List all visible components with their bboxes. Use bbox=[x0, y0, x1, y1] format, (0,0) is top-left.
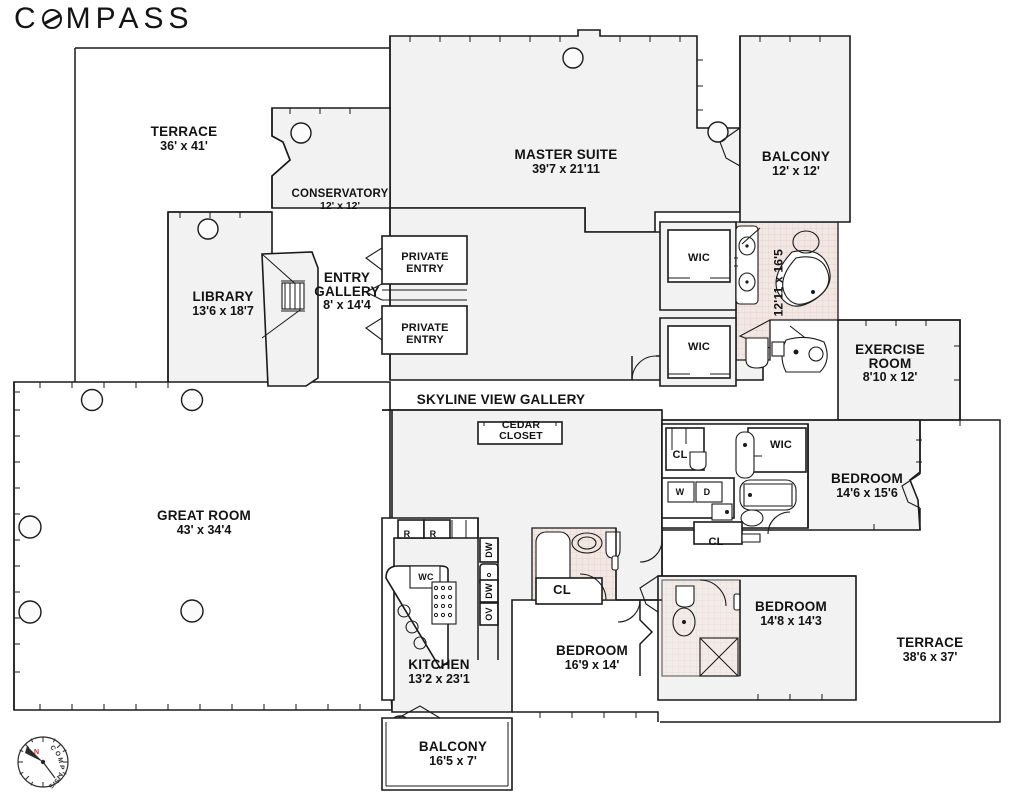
compass-wordmark: C O M P A S S bbox=[46, 744, 65, 790]
room-name: TERRACE bbox=[150, 124, 218, 139]
cedar-closet-line-2: CLOSET bbox=[499, 430, 543, 443]
room-name: MASTER SUITE bbox=[514, 147, 618, 162]
label-wine-cooler: WC bbox=[418, 572, 434, 582]
room-label-bedroom-se: BEDROOM 14'8 x 14'3 bbox=[733, 599, 849, 628]
logo-slashed-o-icon bbox=[41, 4, 66, 34]
label-refrigerator-1: R bbox=[403, 529, 411, 539]
room-label-entry-gallery: ENTRY GALLERY 8' x 14'4 bbox=[305, 270, 389, 313]
label-private-entry-lower: PRIVATE ENTRY bbox=[390, 322, 460, 347]
room-dims: 12' x 12' bbox=[772, 164, 820, 179]
room-label-kitchen: KITCHEN 13'2 x 23'1 bbox=[381, 657, 497, 686]
room-dims: 14'8 x 14'3 bbox=[760, 614, 822, 629]
room-name: KITCHEN bbox=[408, 657, 470, 672]
room-label-terrace-se: TERRACE 38'6 x 37' bbox=[872, 635, 988, 664]
private-entry-line-1: PRIVATE bbox=[401, 322, 449, 334]
private-entry-line-2: ENTRY bbox=[406, 334, 444, 347]
logo-letter-c: C bbox=[14, 2, 41, 35]
label-closet-cl-center: CL bbox=[553, 582, 571, 597]
svg-text:A: A bbox=[56, 772, 64, 779]
room-dims: 14'6 x 15'6 bbox=[836, 486, 898, 501]
label-wic-master-upper: WIC bbox=[688, 252, 710, 264]
room-dims: 36' x 41' bbox=[160, 139, 208, 154]
cedar-closet-line-1: CEDAR bbox=[501, 419, 541, 431]
label-oven: OV bbox=[483, 607, 494, 621]
logo-letters-mpass: MPASS bbox=[65, 2, 194, 35]
label-closet-cl-ne-upper: CL bbox=[672, 449, 688, 461]
room-dims: 8' x 14'4 bbox=[323, 298, 371, 313]
compass-rose: N C O M P A S S bbox=[17, 736, 69, 790]
room-dims: 43' x 34'4 bbox=[176, 523, 232, 538]
room-dims: 16'5 x 7' bbox=[429, 754, 477, 769]
svg-text:S: S bbox=[52, 777, 60, 785]
room-name: BEDROOM bbox=[556, 643, 628, 658]
room-name-line-1: ENTRY bbox=[323, 270, 371, 285]
svg-text:P: P bbox=[58, 765, 65, 770]
svg-text:C: C bbox=[48, 744, 57, 752]
label-dishwasher-1: DW bbox=[483, 542, 494, 558]
zone-label-skyline-view-gallery: SKYLINE VIEW GALLERY bbox=[416, 392, 586, 407]
svg-text:M: M bbox=[56, 757, 64, 764]
room-name: CONSERVATORY bbox=[291, 188, 389, 200]
room-label-balcony-south: BALCONY 16'5 x 7' bbox=[395, 739, 511, 768]
svg-text:S: S bbox=[46, 782, 55, 790]
label-wic-bedroom-ne: WIC bbox=[770, 439, 792, 451]
label-closet-cl-ne-lower: CL bbox=[708, 536, 724, 548]
room-name-line-1: EXERCISE bbox=[855, 342, 925, 357]
zone-label-cedar-closet: CEDAR CLOSET bbox=[481, 419, 561, 443]
room-dims: 16'9 x 14' bbox=[564, 658, 620, 673]
svg-text:O: O bbox=[53, 750, 61, 757]
room-label-exercise-room: EXERCISE ROOM 8'10 x 12' bbox=[838, 342, 942, 385]
room-name: BALCONY bbox=[761, 149, 831, 164]
room-name: GREAT ROOM bbox=[157, 508, 251, 523]
room-name: BEDROOM bbox=[755, 599, 827, 614]
room-name: TERRACE bbox=[896, 635, 964, 650]
room-name: BEDROOM bbox=[831, 471, 903, 486]
private-entry-line-2: ENTRY bbox=[406, 263, 444, 276]
room-dims: 13'2 x 23'1 bbox=[408, 672, 470, 687]
room-label-balcony-ne: BALCONY 12' x 12' bbox=[744, 149, 848, 178]
room-dims: 39'7 x 21'11 bbox=[532, 162, 600, 177]
label-master-bath-dims: 12'11 x 16'5 bbox=[771, 248, 786, 317]
label-wic-master-lower: WIC bbox=[688, 341, 710, 353]
compass-north-label: N bbox=[34, 749, 39, 756]
room-label-great-room: GREAT ROOM 43' x 34'4 bbox=[137, 508, 271, 537]
room-dims: 38'6 x 37' bbox=[902, 650, 958, 665]
room-dims: 12' x 12' bbox=[319, 199, 361, 212]
room-name-line-2: GALLERY bbox=[314, 284, 380, 300]
room-label-conservatory: CONSERVATORY 12' x 12' bbox=[281, 188, 399, 213]
label-private-entry-upper: PRIVATE ENTRY bbox=[390, 251, 460, 276]
room-name: BALCONY bbox=[418, 739, 488, 754]
label-dryer: D bbox=[703, 487, 711, 497]
room-label-library: LIBRARY 13'6 x 18'7 bbox=[166, 289, 280, 318]
compass-logo: C MPASS bbox=[14, 4, 193, 34]
label-refrigerator-2: R bbox=[429, 529, 437, 539]
room-name: LIBRARY bbox=[192, 289, 254, 304]
room-name-line-2: ROOM bbox=[868, 356, 912, 372]
private-entry-line-1: PRIVATE bbox=[401, 251, 449, 263]
label-washer: W bbox=[675, 487, 685, 497]
room-label-bedroom-ne: BEDROOM 14'6 x 15'6 bbox=[809, 471, 925, 500]
room-label-master-suite: MASTER SUITE 39'7 x 21'11 bbox=[490, 147, 642, 176]
room-label-bedroom-center: BEDROOM 16'9 x 14' bbox=[534, 643, 650, 672]
room-dims: 8'10 x 12' bbox=[862, 370, 918, 385]
room-dims: 13'6 x 18'7 bbox=[192, 304, 254, 319]
room-label-terrace-nw: TERRACE 36' x 41' bbox=[124, 124, 244, 153]
